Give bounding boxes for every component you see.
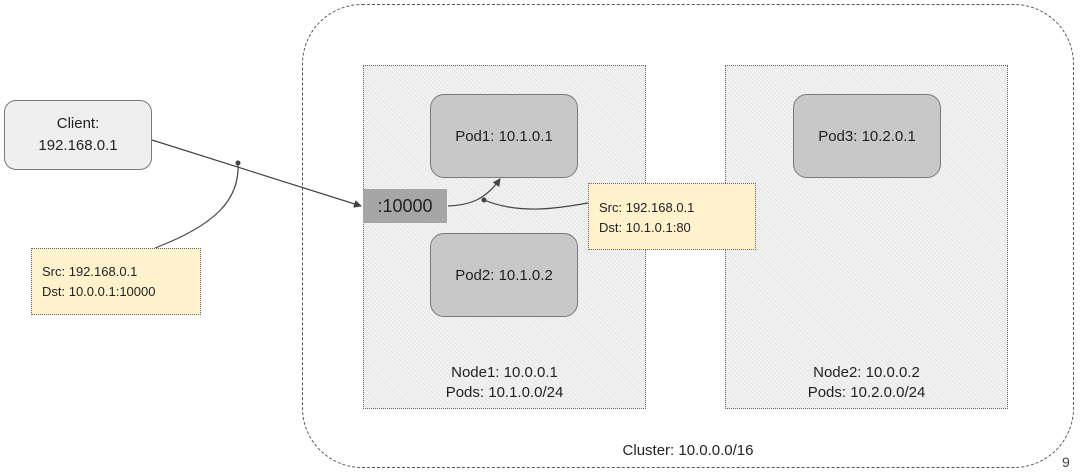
pod-1: Pod1: 10.1.0.1 xyxy=(430,94,578,178)
client: Client: 192.168.0.1 xyxy=(4,100,152,170)
packet-note-client: Src: 192.168.0.1 Dst: 10.0.0.1:10000 xyxy=(31,248,201,315)
node-2-label: Node2: 10.0.0.2 Pods: 10.2.0.0/24 xyxy=(726,363,1007,403)
client-ip: 192.168.0.1 xyxy=(38,137,118,154)
node-2-name: Node2: 10.0.0.2 xyxy=(813,364,920,381)
port-to-pod1-arrow xyxy=(447,178,501,207)
node-2-pods-cidr: Pods: 10.2.0.0/24 xyxy=(807,384,926,401)
packet-note-client-src: Src: 192.168.0.1 xyxy=(42,264,138,279)
node-1-pods-cidr: Pods: 10.1.0.0/24 xyxy=(445,384,564,401)
pod-2: Pod2: 10.1.0.2 xyxy=(430,233,578,317)
cluster-boundary xyxy=(302,4,1074,468)
client-title: Client: xyxy=(56,115,100,132)
note2-callout xyxy=(483,199,589,210)
service-port: :10000 xyxy=(363,189,447,223)
packet-note-pod: Src: 192.168.0.1 Dst: 10.1.0.1:80 xyxy=(588,183,756,250)
packet-note-pod-dst: Dst: 10.1.0.1:80 xyxy=(599,220,691,235)
page-number: 9 xyxy=(1062,454,1070,470)
cluster-label: Cluster: 10.0.0.0/16 xyxy=(622,442,754,459)
node-1-name: Node1: 10.0.0.1 xyxy=(451,364,558,381)
pod-3: Pod3: 10.2.0.1 xyxy=(793,94,941,178)
note1-callout xyxy=(154,162,239,249)
client-to-port-arrow xyxy=(151,139,362,208)
packet-note-pod-src: Src: 192.168.0.1 xyxy=(599,200,695,215)
packet-note-client-dst: Dst: 10.0.0.1:10000 xyxy=(42,284,156,299)
node-1-label: Node1: 10.0.0.1 Pods: 10.1.0.0/24 xyxy=(364,363,645,403)
